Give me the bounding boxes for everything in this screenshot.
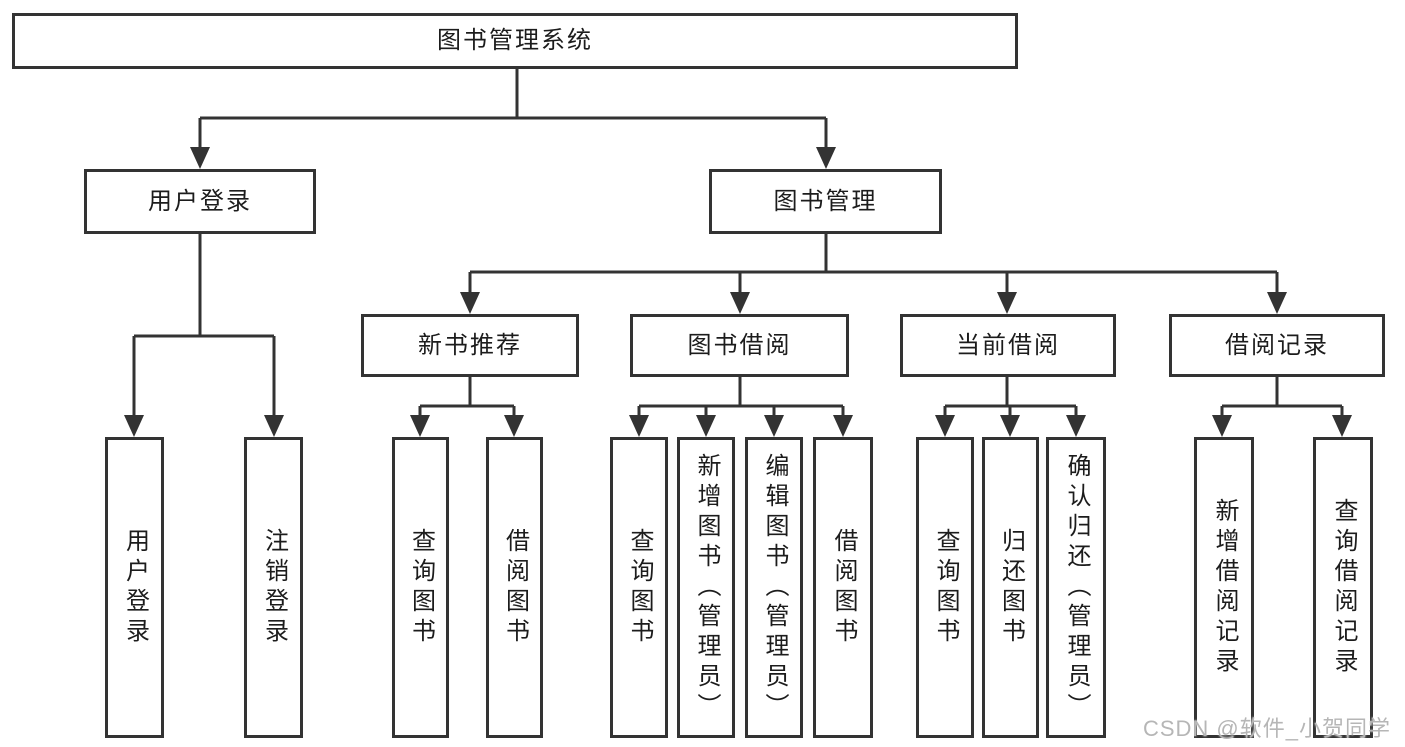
node-borrow-record: 借阅记录 xyxy=(1169,314,1385,377)
node-user-login: 用户登录 xyxy=(84,169,316,234)
leaf-recommend-borrow-book: 借阅图书 xyxy=(486,437,543,738)
node-current-borrow: 当前借阅 xyxy=(900,314,1116,377)
leaf-user-login: 用户登录 xyxy=(105,437,164,738)
leaf-record-query-record: 查询借阅记录 xyxy=(1313,437,1373,738)
arrowheads xyxy=(124,147,1352,437)
node-book-borrow: 图书借阅 xyxy=(630,314,849,377)
leaf-current-query-book: 查询图书 xyxy=(916,437,974,738)
leaf-current-return-book: 归还图书 xyxy=(982,437,1039,738)
connector-lines xyxy=(132,68,1344,419)
leaf-borrow-borrow-book: 借阅图书 xyxy=(813,437,873,738)
leaf-borrow-add-book-admin: 新增图书（管理员） xyxy=(677,437,735,738)
node-new-book-recommend: 新书推荐 xyxy=(361,314,579,377)
leaf-current-confirm-return-admin: 确认归还（管理员） xyxy=(1046,437,1106,738)
node-root-system: 图书管理系统 xyxy=(12,13,1018,69)
leaf-recommend-query-book: 查询图书 xyxy=(392,437,449,738)
leaf-borrow-edit-book-admin: 编辑图书（管理员） xyxy=(745,437,803,738)
leaf-record-add-record: 新增借阅记录 xyxy=(1194,437,1254,738)
leaf-borrow-query-book: 查询图书 xyxy=(610,437,668,738)
node-book-management: 图书管理 xyxy=(709,169,942,234)
csdn-watermark: CSDN @软件_小贺同学 xyxy=(1142,716,1391,741)
leaf-logout-login: 注销登录 xyxy=(244,437,303,738)
